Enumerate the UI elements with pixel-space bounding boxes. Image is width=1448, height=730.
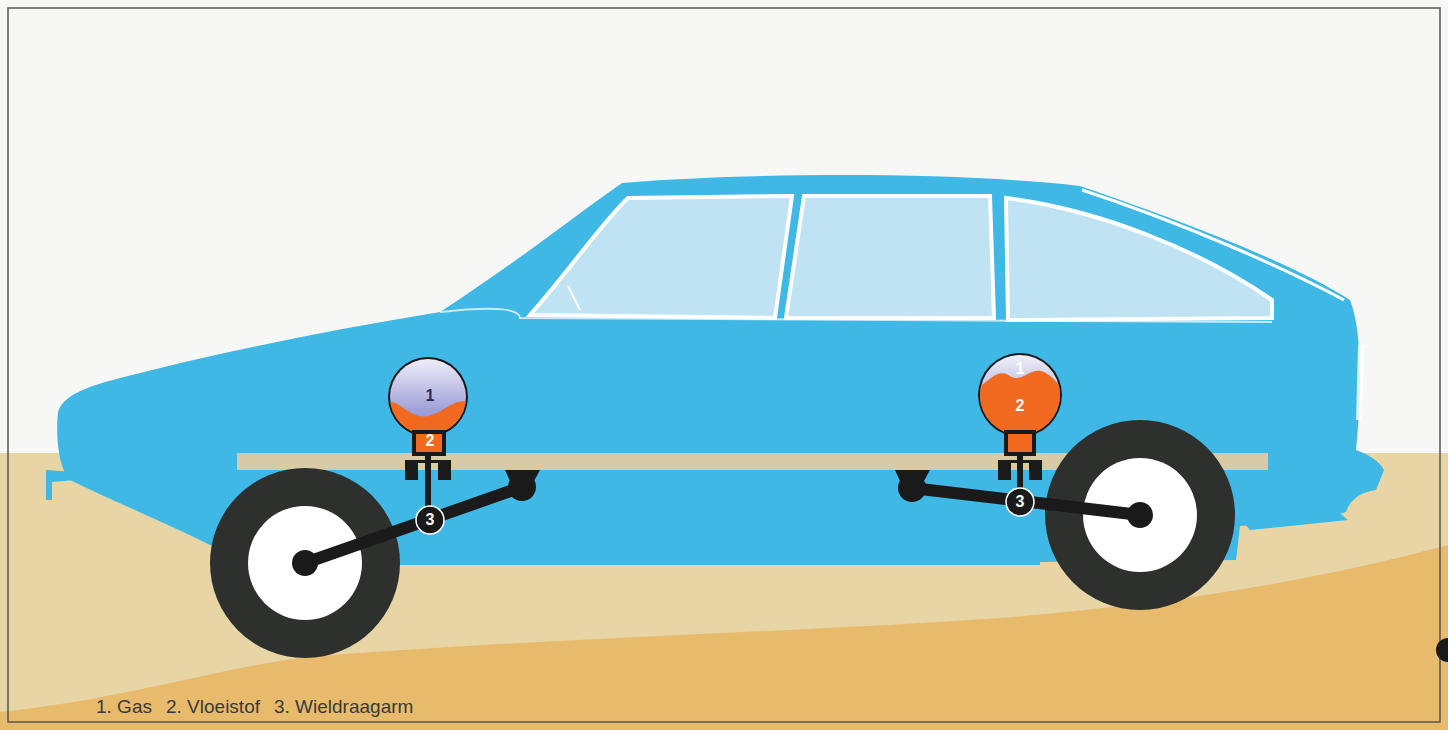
callout-number: 3 — [426, 512, 435, 528]
callout-number: 2 — [1016, 398, 1025, 414]
legend-text: 2. Vloeistof — [166, 697, 260, 716]
legend-text: 3. Wieldraagarm — [274, 697, 413, 716]
callout-number: 3 — [1016, 494, 1025, 510]
callout-number: 1 — [426, 388, 435, 404]
callout-number: 1 — [1016, 361, 1025, 377]
callout-number: 2 — [426, 433, 435, 449]
legend-text: 1. Gas — [96, 697, 152, 716]
